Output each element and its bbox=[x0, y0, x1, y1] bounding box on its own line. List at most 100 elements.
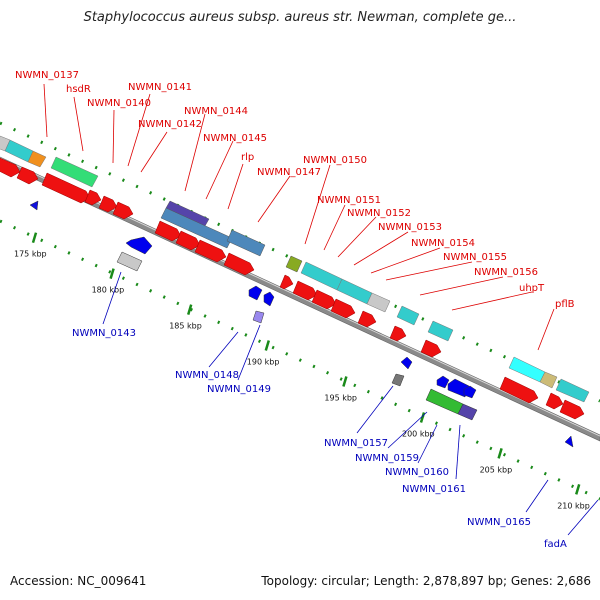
forward-red-row bbox=[0, 157, 585, 420]
scale-tick-label: 175 kbp bbox=[14, 250, 47, 259]
gene-label-nwmn-0148[interactable]: NWMN_0148 bbox=[175, 370, 239, 381]
scale-tick-mark bbox=[264, 340, 270, 351]
gene-label-nwmn-0143[interactable]: NWMN_0143 bbox=[72, 328, 136, 339]
gene-red-18[interactable] bbox=[499, 376, 539, 404]
gene-cyan-5[interactable] bbox=[427, 320, 454, 342]
gene-red-12[interactable] bbox=[292, 280, 318, 301]
scale-tick-mark bbox=[342, 376, 348, 387]
scale-tick-label: 195 kbp bbox=[324, 393, 357, 402]
gene-blue-1[interactable] bbox=[29, 200, 39, 211]
gene-red-20[interactable] bbox=[559, 399, 585, 420]
gene-purple-rev-1[interactable] bbox=[457, 403, 478, 421]
gene-red-7[interactable] bbox=[154, 220, 182, 242]
gene-blue-4[interactable] bbox=[263, 291, 275, 307]
gene-steel-1[interactable] bbox=[160, 207, 233, 249]
reverse-labels: NWMN_0143 NWMN_0148 NWMN_0149 NWMN_0157 … bbox=[72, 328, 567, 550]
gene-label-nwmn-0144[interactable]: NWMN_0144 bbox=[184, 106, 248, 117]
gene-label-hsdr[interactable]: hsdR bbox=[66, 84, 91, 95]
scale-ticks: 175 kbp 180 kbp 185 kbp 190 kbp 195 kbp 200 k… bbox=[14, 232, 590, 510]
scale-tick-label: 185 kbp bbox=[169, 322, 202, 331]
scale-tick-mark bbox=[419, 412, 426, 423]
gene-blue-6[interactable] bbox=[436, 375, 450, 389]
gene-label-nwmn-0152[interactable]: NWMN_0152 bbox=[347, 208, 411, 219]
forward-leader-lines bbox=[43, 83, 555, 351]
gene-olive-1[interactable] bbox=[285, 255, 303, 273]
gene-red-17[interactable] bbox=[420, 339, 442, 358]
gene-cyan-6[interactable] bbox=[508, 356, 546, 383]
forward-upper-row bbox=[0, 135, 590, 403]
gene-blue-5[interactable] bbox=[400, 356, 413, 370]
scale-tick-mark bbox=[187, 304, 193, 315]
gene-red-1[interactable] bbox=[0, 157, 21, 178]
gene-orange-1[interactable] bbox=[27, 150, 47, 168]
gene-label-nwmn-0153[interactable]: NWMN_0153 bbox=[378, 222, 442, 233]
lower-tick-track bbox=[0, 219, 600, 501]
scale-tick-mark bbox=[31, 232, 38, 244]
gene-red-9[interactable] bbox=[194, 239, 227, 263]
forward-labels: NWMN_0137 hsdR NWMN_0141 NWMN_0140 NWMN_… bbox=[15, 70, 575, 310]
scale-tick-label: 180 kbp bbox=[92, 286, 125, 295]
gene-label-nwmn-0141[interactable]: NWMN_0141 bbox=[128, 82, 192, 93]
accession-text: Accession: NC_009641 bbox=[10, 574, 147, 588]
gene-red-5[interactable] bbox=[98, 195, 118, 213]
gene-red-16[interactable] bbox=[389, 325, 407, 342]
gene-cyan-7[interactable] bbox=[555, 378, 590, 403]
gene-red-6[interactable] bbox=[112, 201, 134, 220]
gene-cyan-1[interactable] bbox=[4, 139, 34, 163]
gene-red-15[interactable] bbox=[357, 310, 377, 328]
gene-label-nwmn-0137[interactable]: NWMN_0137 bbox=[15, 70, 79, 81]
gene-red-11[interactable] bbox=[279, 274, 294, 290]
gene-label-uhpt[interactable]: uhpT bbox=[519, 283, 545, 294]
scale-tick-mark bbox=[575, 484, 581, 495]
gene-red-2[interactable] bbox=[16, 166, 39, 185]
scale-tick-label: 210 kbp bbox=[557, 501, 590, 510]
gene-cyan-3[interactable] bbox=[336, 278, 373, 305]
scale-tick-label: 190 kbp bbox=[247, 358, 280, 367]
gene-lilac-1[interactable] bbox=[252, 310, 265, 324]
gene-red-8[interactable] bbox=[175, 230, 201, 251]
scale-tick-label: 205 kbp bbox=[480, 465, 513, 474]
reverse-gene-track bbox=[29, 200, 574, 448]
gene-label-nwmn-0142[interactable]: NWMN_0142 bbox=[138, 119, 202, 130]
gene-tan-1[interactable] bbox=[539, 371, 558, 389]
gene-label-nwmn-0150[interactable]: NWMN_0150 bbox=[303, 155, 367, 166]
reverse-leader-lines bbox=[102, 271, 599, 536]
gene-label-nwmn-0157[interactable]: NWMN_0157 bbox=[324, 438, 388, 449]
gene-blue-9[interactable] bbox=[564, 435, 574, 448]
gene-blue-2[interactable] bbox=[125, 236, 153, 255]
gene-red-14[interactable] bbox=[330, 298, 356, 319]
gene-label-nwmn-0160[interactable]: NWMN_0160 bbox=[385, 467, 449, 478]
gene-red-10[interactable] bbox=[223, 252, 255, 276]
gene-red-19[interactable] bbox=[545, 392, 564, 410]
gene-label-nwmn-0154[interactable]: NWMN_0154 bbox=[411, 238, 475, 249]
genome-stats-text: Topology: circular; Length: 2,878,897 bp… bbox=[261, 574, 591, 588]
gene-label-nwmn-0161[interactable]: NWMN_0161 bbox=[402, 484, 466, 495]
gene-green-1[interactable] bbox=[50, 156, 99, 188]
gene-steel-2[interactable] bbox=[226, 229, 266, 257]
gene-label-nwmn-0145[interactable]: NWMN_0145 bbox=[203, 133, 267, 144]
gene-grey-rev-2[interactable] bbox=[391, 373, 405, 387]
gene-red-13[interactable] bbox=[311, 289, 337, 310]
gene-label-pflb[interactable]: pflB bbox=[555, 299, 575, 310]
gene-blue-3[interactable] bbox=[248, 285, 263, 301]
gene-label-fada[interactable]: fadA bbox=[544, 539, 567, 550]
gene-grey-rev-1[interactable] bbox=[116, 251, 143, 272]
gene-label-nwmn-0140[interactable]: NWMN_0140 bbox=[87, 98, 151, 109]
gene-blue-8[interactable] bbox=[463, 385, 477, 399]
gene-label-nwmn-0147[interactable]: NWMN_0147 bbox=[257, 167, 321, 178]
gene-label-nwmn-0156[interactable]: NWMN_0156 bbox=[474, 267, 538, 278]
gene-label-nwmn-0165[interactable]: NWMN_0165 bbox=[467, 517, 531, 528]
gene-label-nwmn-0155[interactable]: NWMN_0155 bbox=[443, 252, 507, 263]
map-title: Staphylococcus aureus subsp. aureus str.… bbox=[83, 10, 517, 25]
gene-label-nwmn-0149[interactable]: NWMN_0149 bbox=[207, 384, 271, 395]
scale-tick-mark bbox=[497, 448, 503, 459]
gene-label-nwmn-0151[interactable]: NWMN_0151 bbox=[317, 195, 381, 206]
gene-grey-2[interactable] bbox=[366, 292, 391, 313]
gene-label-rlp[interactable]: rlp bbox=[241, 152, 254, 163]
scale-tick-label: 200 kbp bbox=[402, 429, 435, 438]
gene-red-4[interactable] bbox=[84, 189, 102, 206]
gene-label-nwmn-0159[interactable]: NWMN_0159 bbox=[355, 453, 419, 464]
gene-cyan-4[interactable] bbox=[396, 305, 420, 326]
scale-tick-mark bbox=[109, 268, 115, 279]
